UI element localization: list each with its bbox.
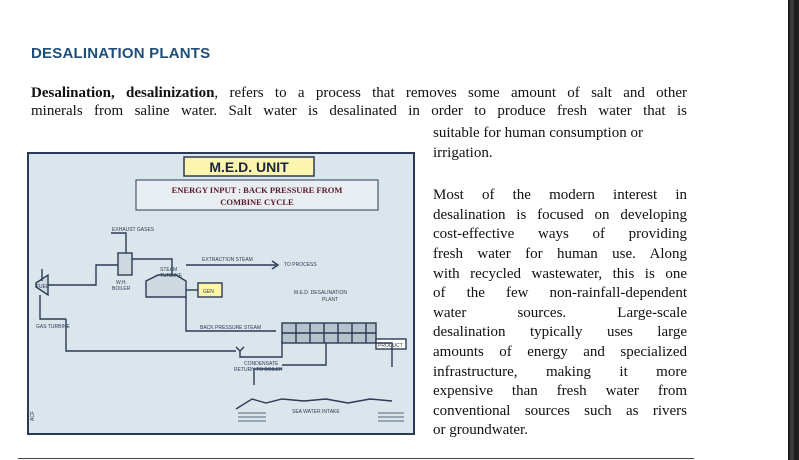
return-to-boiler-line <box>65 319 236 352</box>
boiler-to-turbine <box>132 258 173 275</box>
intake-line-right <box>282 343 327 366</box>
label-to-process: TO PROCESS <box>284 262 317 268</box>
right-p2-line: with recycled wastewater, this is one <box>433 265 687 282</box>
right-p1-line: irrigation. <box>433 144 493 161</box>
label-sea-water-intake: SEA WATER INTAKE <box>292 409 340 415</box>
window-edge <box>788 0 799 460</box>
label-product: PRODUCT <box>378 343 403 349</box>
right-p2-line: desalination is focused on developing <box>433 206 687 223</box>
label-gen: GEN <box>203 289 214 295</box>
label-wh-boiler-1: W.H. <box>116 280 127 286</box>
right-p2-line: water sources. Large-scale <box>433 304 687 321</box>
label-wh-boiler-2: BOILER <box>112 286 131 292</box>
back-pressure-line <box>185 297 276 332</box>
right-p2-line: of the few non-rainfall-dependent <box>433 285 687 302</box>
label-extraction-steam: EXTRACTION STEAM <box>202 257 253 263</box>
wh-boiler <box>117 252 133 276</box>
right-p2-line: fresh water for human use. Along <box>433 245 687 262</box>
exhaust-line <box>111 232 127 259</box>
label-fuel: FUEL <box>36 284 49 290</box>
intro-bold-term: Desalination, desalinization <box>31 85 215 101</box>
product-outlet <box>376 342 393 367</box>
right-p2-line: expensive than fresh water from <box>433 383 687 400</box>
right-p2-line: infrastructure, making it more <box>433 363 687 380</box>
gas-to-boiler-line <box>48 264 118 286</box>
energy-input-line-1: ENERGY INPUT : BACK PRESSURE FROM <box>172 185 343 195</box>
page-heading: DESALINATION PLANTS <box>31 45 211 62</box>
label-corner-mark: ACF <box>30 411 36 421</box>
sea-waves <box>238 412 404 422</box>
gas-turbine-drop <box>39 295 66 320</box>
energy-input-box <box>135 179 379 211</box>
intro-line-2: minerals from saline water. Salt water i… <box>31 103 687 119</box>
label-condensate-1: CONDENSATE <box>244 361 279 367</box>
label-med-plant-1: M.E.D. DESALINATION <box>294 290 347 296</box>
right-p2-line: or groundwater. <box>433 422 528 439</box>
label-med-plant-2: PLANT <box>322 297 338 303</box>
bottom-rule <box>18 458 694 459</box>
product-box <box>375 338 407 350</box>
condensate-arrow <box>235 346 245 352</box>
intro-paragraph: Desalination, desalinization, refers to … <box>31 84 687 120</box>
intake-line-left <box>253 368 282 385</box>
right-p1-line: suitable for human consumption or <box>433 125 643 141</box>
label-exhaust-gases: EXHAUST GASES <box>112 227 155 233</box>
right-p2-line: cost-effective ways of providing <box>433 226 687 243</box>
intro-line-1-rest: , refers to a process that removes some … <box>214 85 687 101</box>
intro-line-1: Desalination, desalinization, refers to … <box>31 84 687 102</box>
label-condensate-2: RETURN TO BOILER <box>234 367 283 373</box>
right-p2-line: conventional sources such as rivers <box>433 402 687 419</box>
med-unit-diagram: M.E.D. UNIT ENERGY INPUT : BACK PRESSURE… <box>27 152 415 435</box>
label-gas-turbine: GAS TURBINE <box>36 324 70 330</box>
right-column-text: suitable for human consumption or irriga… <box>433 124 687 441</box>
energy-input-line-2: COMBINE CYCLE <box>220 197 294 207</box>
steam-turbine <box>145 274 187 298</box>
right-p2-line: desalination typically uses large <box>433 324 687 341</box>
diagram-title: M.E.D. UNIT <box>209 159 289 175</box>
label-back-pressure-steam: BACK PRESSURE STEAM <box>200 325 261 331</box>
condensate-line <box>239 341 283 358</box>
right-p2-line: amounts of energy and specialized <box>433 343 687 360</box>
right-p2-line: Most of the modern interest in <box>433 187 687 204</box>
label-steam-turbine-1: STEAM <box>160 267 177 273</box>
label-steam-turbine-2: TURBINE <box>160 273 183 279</box>
diagram-title-box <box>183 156 315 177</box>
extraction-arrow <box>271 260 280 270</box>
gas-turbine <box>35 273 49 297</box>
sea-line <box>235 398 393 410</box>
